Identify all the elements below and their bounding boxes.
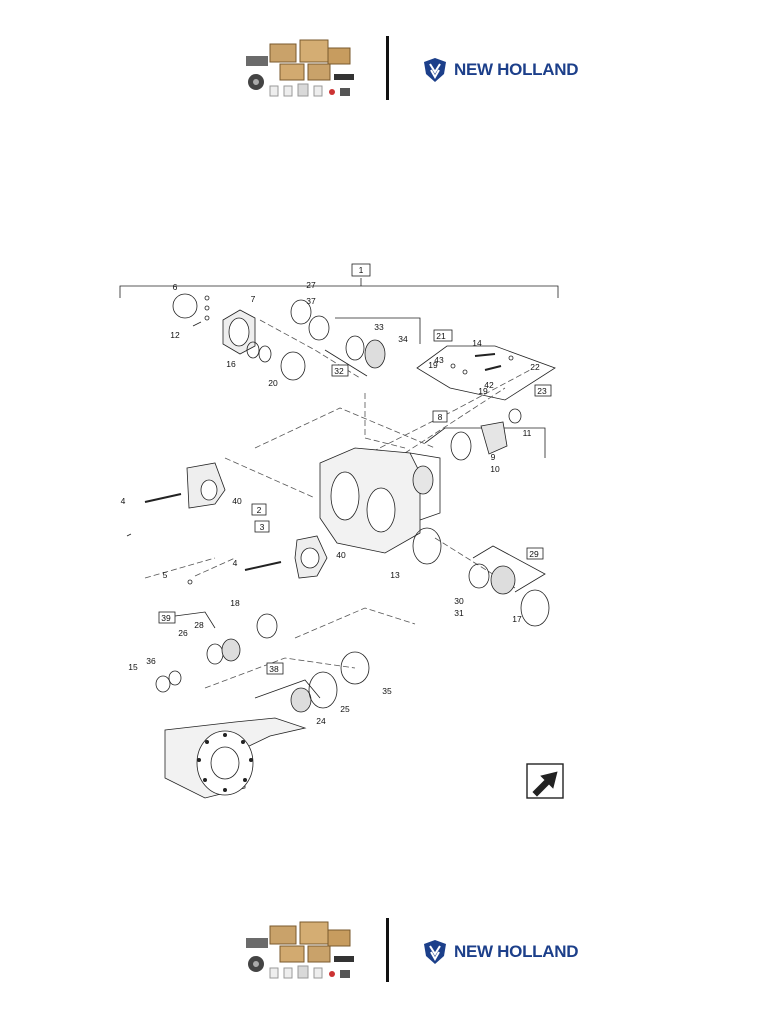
callout-number: 40 — [232, 496, 242, 506]
callout-number: 9 — [491, 452, 496, 462]
callout-number: 31 — [454, 608, 464, 618]
callout-number: 25 — [340, 704, 350, 714]
callout-number: 21 — [436, 331, 446, 341]
callout-number: 19 — [428, 360, 438, 370]
callout-number: 19 — [478, 386, 488, 396]
header-band: NEW HOLLAND — [0, 30, 768, 120]
callout-number: 40 — [336, 550, 346, 560]
callout-number: 22 — [530, 362, 540, 372]
callout-number: 33 — [374, 322, 384, 332]
callout-number: 14 — [472, 338, 482, 348]
callout-number: 29 — [529, 549, 539, 559]
callout-number: 16 — [226, 359, 236, 369]
callout-number: 28 — [194, 620, 204, 630]
callout-number: 24 — [316, 716, 326, 726]
callout-number: 43 — [434, 355, 444, 365]
callout-number: 39 — [161, 613, 171, 623]
brand-name: NEW HOLLAND — [454, 60, 579, 79]
callout-number: 8 — [438, 412, 443, 422]
callout-number: 37 — [306, 296, 316, 306]
callout-number: 30 — [454, 596, 464, 606]
callout-number: 38 — [269, 664, 279, 674]
callout-number: 6 — [173, 282, 178, 292]
brand-name: NEW HOLLAND — [454, 942, 579, 961]
callout-number: 2 — [257, 505, 262, 515]
callout-number: 10 — [490, 464, 500, 474]
callout-number: 18 — [230, 598, 240, 608]
callout-number: 23 — [537, 386, 547, 396]
callout-number: 32 — [334, 366, 344, 376]
divider-line — [386, 36, 389, 100]
parts-kit-image — [240, 920, 358, 984]
leaf-emblem-icon — [424, 940, 446, 964]
new-holland-logo: NEW HOLLAND — [422, 56, 578, 84]
callout-number: 17 — [512, 614, 522, 624]
callout-number: 15 — [128, 662, 138, 672]
callout-number: 13 — [390, 570, 400, 580]
callout-number: 11 — [523, 428, 532, 438]
callout-number: 26 — [178, 628, 188, 638]
callout-number: 4 — [121, 496, 126, 506]
callout-number: 1 — [359, 265, 364, 275]
parts-kit-image — [240, 38, 358, 102]
callout-number: 36 — [146, 656, 156, 666]
footer-band: NEW HOLLAND — [0, 912, 768, 1002]
callout-number: 34 — [398, 334, 408, 344]
callout-number: 35 — [382, 686, 392, 696]
callout-number: 7 — [251, 294, 256, 304]
new-holland-logo: NEW HOLLAND — [422, 938, 578, 966]
callout-number: 27 — [306, 280, 316, 290]
callout-number: 3 — [260, 522, 265, 532]
callout-number: 12 — [170, 330, 180, 340]
callout-number: 42 — [484, 380, 494, 390]
callout-number: 4 — [233, 558, 238, 568]
divider-line — [386, 918, 389, 982]
leaf-emblem-icon — [424, 58, 446, 82]
callout-number: 5 — [163, 570, 168, 580]
callout-number: 20 — [268, 378, 278, 388]
